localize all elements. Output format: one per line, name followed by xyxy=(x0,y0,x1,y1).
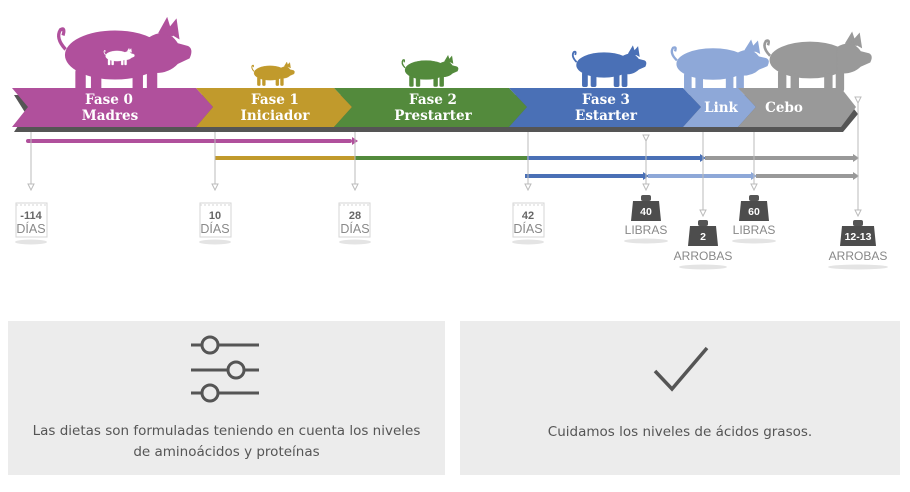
milestone-weight-2-arrobas: 2 ARROBAS xyxy=(674,220,733,270)
milestone-unit: DÍAS xyxy=(340,221,369,236)
milestone-value: 40 xyxy=(640,206,652,218)
info-card-fatty-acids: Cuidamos los niveles de ácidos grasos. xyxy=(460,321,900,475)
phase-2-subtitle: Prestarter xyxy=(394,108,472,124)
info-card-diets: Las dietas son formuladas teniendo en cu… xyxy=(8,321,445,475)
card-fatty-acids-text: Cuidamos los niveles de ácidos grasos. xyxy=(547,424,813,440)
pig-starter-icon xyxy=(571,45,647,88)
pig-prestarter-icon xyxy=(401,55,459,88)
milestone-value: 60 xyxy=(748,206,760,218)
phase-0-title: Fase 0 xyxy=(85,92,133,108)
pig-piglet-icon xyxy=(251,61,296,87)
pig-cebo-icon xyxy=(763,31,873,93)
milestone-value: 10 xyxy=(209,210,221,222)
milestone-unit: LIBRAS xyxy=(733,223,776,237)
phase-3-title: Fase 3 xyxy=(582,92,630,108)
milestone-unit: DÍAS xyxy=(513,221,542,236)
milestone-day-10: 10 DÍAS xyxy=(199,202,232,245)
milestone-value: 42 xyxy=(522,210,534,222)
milestone-weight-60-libras: 60 LIBRAS xyxy=(732,195,776,244)
milestone-unit: DÍAS xyxy=(200,221,229,236)
feeding-phases-timeline: Fase 0 Madres Fase 1 Iniciador Fase 2 Pr… xyxy=(12,16,888,270)
phase-cebo-label: Cebo xyxy=(765,100,803,116)
milestone-day-28: 28 DÍAS xyxy=(338,202,371,245)
pig-link-icon xyxy=(670,39,770,93)
phase-0-subtitle: Madres xyxy=(82,108,139,124)
phase-3-subtitle: Estarter xyxy=(575,108,638,124)
phase-link-chevron[interactable] xyxy=(683,88,756,127)
milestone-value: 28 xyxy=(349,210,361,222)
phase-0-chevron[interactable] xyxy=(12,88,213,127)
milestone-day-42: 42 DÍAS xyxy=(512,202,545,245)
phase-cebo-chevron[interactable] xyxy=(738,88,856,127)
milestone-weight-40-libras: 40 LIBRAS xyxy=(624,195,668,244)
milestone-value: 2 xyxy=(700,231,706,243)
duration-bars xyxy=(26,137,859,180)
sliders-icon xyxy=(191,335,259,403)
milestone-guides xyxy=(27,96,862,218)
card-diets-line2: de aminoácidos y proteínas xyxy=(133,444,320,460)
phase-1-chevron[interactable] xyxy=(196,88,352,127)
milestone-value: 12-13 xyxy=(845,231,872,243)
milestone-unit: LIBRAS xyxy=(625,223,668,237)
milestone-value: -114 xyxy=(20,210,42,222)
phase-1-title: Fase 1 xyxy=(251,92,299,108)
milestone-day-minus-114: -114 DÍAS xyxy=(15,202,48,245)
milestone-unit: ARROBAS xyxy=(829,249,888,263)
card-diets-line1: Las dietas son formuladas teniendo en cu… xyxy=(32,423,421,439)
milestone-unit: ARROBAS xyxy=(674,249,733,263)
milestone-unit: DÍAS xyxy=(16,221,45,236)
card-diets-text: Las dietas son formuladas teniendo en cu… xyxy=(8,421,445,463)
milestone-weight-12-13-arrobas: 12-13 ARROBAS xyxy=(828,220,888,270)
checkmark-icon xyxy=(653,346,709,392)
phase-link-label: Link xyxy=(704,100,738,116)
phase-1-subtitle: Iniciador xyxy=(241,108,311,124)
pig-sow-icon xyxy=(56,16,193,99)
phase-3-chevron[interactable] xyxy=(509,88,701,127)
phase-2-title: Fase 2 xyxy=(409,92,457,108)
phase-2-chevron[interactable] xyxy=(334,88,527,127)
